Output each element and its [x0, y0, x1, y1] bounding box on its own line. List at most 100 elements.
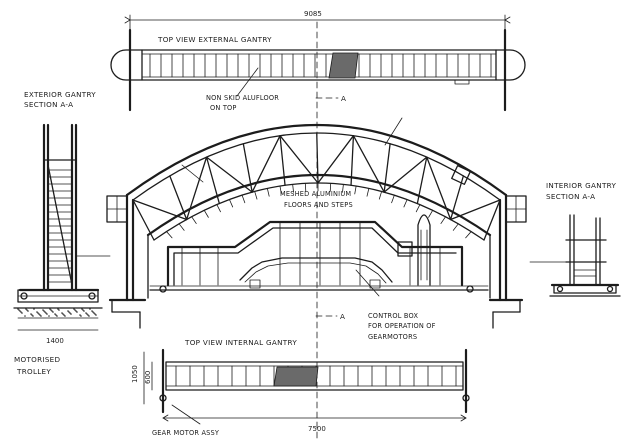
truss-post [169, 175, 188, 221]
gravel-dot [64, 315, 66, 317]
gravel-dot [63, 314, 65, 316]
interior-gantry-section: INTERIOR GANTRY SECTION A-A [529, 181, 621, 297]
gravel-dot [42, 309, 44, 311]
interior-section-label-1: INTERIOR GANTRY [546, 181, 616, 190]
arch-step [428, 209, 434, 218]
top-internal-label: TOP VIEW INTERNAL GANTRY [184, 338, 297, 347]
gravel-dot [55, 314, 57, 316]
arch-step [266, 187, 270, 197]
truss-post [383, 143, 391, 193]
gravel-dot [46, 313, 48, 315]
gravel-dot [51, 310, 53, 312]
control-label-3: GEARMOTORS [368, 333, 417, 341]
gravel-dot [39, 314, 41, 316]
arch-step [178, 223, 185, 231]
interior-section-label-2: SECTION A-A [546, 192, 595, 201]
gravel-dot [17, 308, 19, 310]
gravel-dot [26, 309, 28, 311]
dim-width-label: 1050 [131, 365, 139, 383]
gravel-dot [93, 312, 95, 314]
gravel-dot [85, 312, 87, 314]
gravel-dot [83, 310, 85, 312]
dim-top-label: 9085 [304, 10, 322, 18]
truss-post [279, 135, 286, 186]
arch-step [366, 187, 370, 197]
arch-step [391, 194, 395, 204]
truss-diagonal [279, 135, 319, 184]
gear-motor-label: GEAR MOTOR ASSY [152, 429, 220, 437]
gravel-dot [86, 313, 88, 315]
gravel-dot [56, 315, 58, 317]
gravel-dot [91, 310, 93, 312]
dim-inner-label: 600 [144, 371, 152, 384]
truss-diagonal [185, 156, 208, 221]
arch-step [254, 191, 258, 200]
truss-post [132, 199, 155, 241]
arch-step [415, 204, 421, 213]
gravel-dot [58, 309, 60, 311]
gravel-dot [61, 312, 63, 314]
exterior-section-label-2: SECTION A-A [24, 100, 73, 109]
gravel-dot [94, 313, 96, 315]
gravel-dot [92, 311, 94, 313]
arch-step [342, 183, 344, 193]
gravel-dot [50, 309, 52, 311]
non-skid-leader [236, 67, 259, 97]
gravel-dot [25, 308, 27, 310]
gravel-dot [40, 315, 42, 317]
gravel-dot [30, 313, 32, 315]
dim-base-label: 1400 [46, 337, 64, 345]
gravel-dot [43, 310, 45, 312]
gravel-dot [21, 312, 23, 314]
arch-step [403, 199, 408, 208]
top-external-label: TOP VIEW EXTERNAL GANTRY [157, 35, 272, 44]
gravel-dot [81, 308, 83, 310]
gantry-elevation [106, 124, 527, 329]
gravel-dot [95, 314, 97, 316]
truss-diagonal [449, 199, 501, 221]
truss-diagonal [383, 156, 428, 193]
arch-step [279, 185, 282, 195]
arch-step [378, 191, 383, 200]
arch-step [241, 194, 246, 204]
exterior-gantry-section: EXTERIOR GANTRY SECTION A-A 1400 [13, 90, 111, 345]
gravel-dot [88, 315, 90, 317]
gravel-dot [36, 311, 38, 313]
gravel-dot [32, 315, 34, 317]
arch-step [229, 199, 234, 208]
truss-diagonal [251, 135, 281, 193]
truss-diagonal [352, 135, 385, 193]
truss-diagonal [426, 156, 452, 221]
gravel-dot [87, 314, 89, 316]
gravel-dot [68, 311, 70, 313]
gravel-dot [31, 314, 33, 316]
truss-post [350, 135, 355, 186]
truss-diagonal [205, 156, 253, 193]
gravel-dot [75, 310, 77, 312]
gravel-dot [57, 308, 59, 310]
control-label-1: CONTROL BOX [368, 312, 418, 320]
meshed-label-2: FLOORS AND STEPS [284, 201, 353, 209]
truss-post [242, 143, 253, 193]
gravel-dot [74, 309, 76, 311]
gravel-dot [18, 309, 20, 311]
gravel-dot [76, 311, 78, 313]
top-view-external-gantry: 9085 TOP VIEW EXTERNAL GANTRY [110, 10, 526, 112]
gravel-dot [24, 315, 26, 317]
gravel-dot [62, 313, 64, 315]
motorised-label-1: MOTORISED [14, 355, 61, 364]
arch-step [203, 209, 209, 218]
gravel-dot [33, 308, 35, 310]
gravel-dot [69, 312, 71, 314]
top-view-internal-gantry: TOP VIEW INTERNAL GANTRY 1050 600 7500 [131, 338, 470, 433]
non-skid-label-2: ON TOP [210, 104, 237, 112]
exterior-section-label-1: EXTERIOR GANTRY [24, 90, 96, 99]
gravel-dot [45, 312, 47, 314]
gravel-dot [82, 309, 84, 311]
gravel-dot [79, 314, 81, 316]
gravel-dot [52, 311, 54, 313]
gravel-dot [20, 311, 22, 313]
gravel-dot [38, 313, 40, 315]
